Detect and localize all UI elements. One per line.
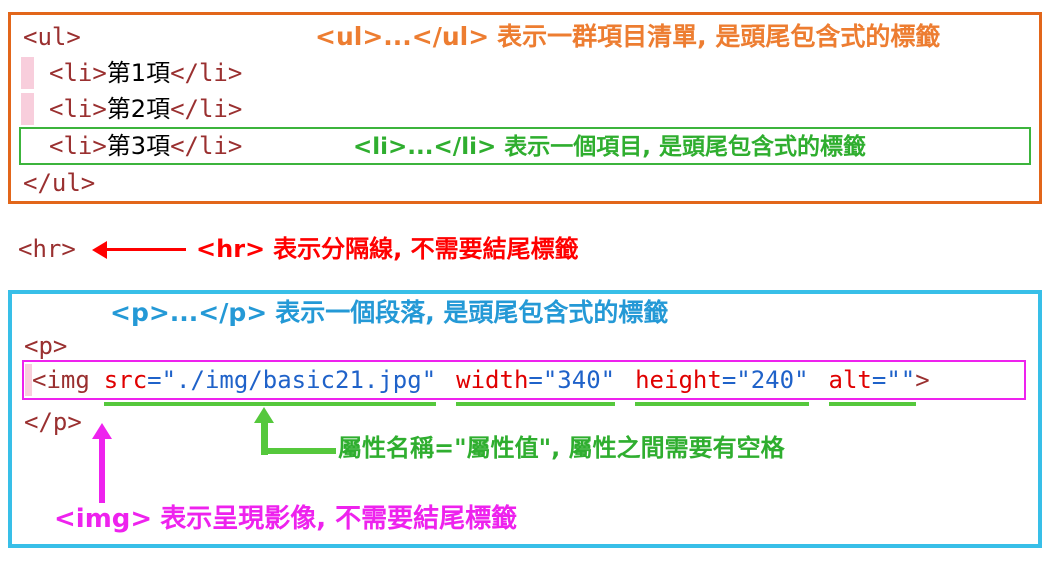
- img-annotation: <img>表示呈現影像, 不需要結尾標籤: [54, 502, 517, 536]
- code-line-li-2: <li>第2項</li>: [49, 93, 242, 125]
- arrow-stem: [99, 437, 105, 503]
- p-open-tag: <p>: [24, 332, 68, 360]
- ul-annotation: <ul>...</ul>表示一群項目清單, 是頭尾包含式的標籤: [315, 21, 940, 53]
- img-close-bracket: >: [915, 366, 930, 394]
- attr-name: width: [456, 366, 529, 394]
- li-open-tag: <li>: [49, 132, 107, 160]
- ul-open-tag: <ul>: [23, 23, 81, 51]
- li-content: 第2項: [106, 95, 171, 123]
- equals-sign: =: [147, 366, 162, 394]
- li-annotation: <li>...</li> 表示一個項目, 是頭尾包含式的標籤: [353, 133, 866, 161]
- attr-annotation: 屬性名稱="屬性值", 屬性之間需要有空格: [338, 434, 785, 462]
- attr-underline-src: [104, 402, 436, 406]
- left-arrow-icon: [92, 241, 107, 259]
- equals-sign: =: [871, 366, 887, 394]
- code-line-p-close: </p>: [24, 406, 82, 438]
- equals-sign: =: [528, 366, 543, 394]
- hr-section: <hr> <hr>表示分隔線, 不需要結尾標籤: [8, 230, 1052, 268]
- hr-annotation: <hr>表示分隔線, 不需要結尾標籤: [196, 233, 579, 265]
- attr-value: "340": [542, 366, 616, 394]
- up-arrow-icon: [254, 407, 274, 423]
- attr-value: "240": [736, 366, 809, 394]
- li-content: 第3項: [106, 132, 171, 160]
- ul-close-tag: </ul>: [23, 169, 96, 197]
- code-line-li-3: <li>第3項</li>: [49, 130, 242, 162]
- code-line-ul-close: </ul>: [23, 167, 95, 199]
- li-close-tag: </li>: [170, 132, 243, 160]
- attr-underline-height: [635, 402, 809, 406]
- hr-annotation-tag: <hr>: [196, 235, 266, 263]
- code-line-p-open: <p>: [24, 330, 67, 362]
- li-open-tag: <li>: [49, 59, 107, 87]
- selection-mark: [21, 57, 34, 89]
- selection-mark: [25, 364, 32, 396]
- attr-name: height: [635, 366, 722, 394]
- attr-underline-alt: [829, 402, 916, 406]
- li-close-tag: </li>: [170, 59, 243, 87]
- attr-alt: alt="": [829, 366, 916, 394]
- code-line-ul-open: <ul>: [23, 21, 81, 53]
- li-highlight-box: <li>第3項</li> <li>...</li> 表示一個項目, 是頭尾包含式的…: [19, 127, 1031, 165]
- img-annotation-text: 表示呈現影像, 不需要結尾標籤: [160, 504, 518, 534]
- arrow-stem: [261, 421, 268, 455]
- ul-annotation-text: 表示一群項目清單, 是頭尾包含式的標籤: [497, 22, 941, 51]
- li-annotation-tag: <li>...</li>: [353, 134, 497, 160]
- attr-value: "./img/basic21.jpg": [161, 366, 437, 394]
- attr-name: src: [103, 366, 148, 394]
- up-arrow-icon: [92, 423, 112, 439]
- img-open-tag: <img: [32, 366, 90, 394]
- attr-name: alt: [828, 366, 872, 394]
- code-line-li-1: <li>第1項</li>: [49, 57, 242, 89]
- attr-src: src="./img/basic21.jpg": [104, 366, 436, 394]
- p-close-tag: </p>: [24, 408, 82, 436]
- p-annotation-text: 表示一個段落, 是頭尾包含式的標籤: [275, 298, 669, 327]
- hr-code: <hr>: [18, 235, 76, 263]
- arrow-connector: [264, 448, 336, 454]
- selection-mark: [21, 93, 34, 125]
- attr-width: width="340": [456, 366, 615, 394]
- li-content: 第1項: [106, 59, 171, 87]
- ul-code-box: <ul> <ul>...</ul>表示一群項目清單, 是頭尾包含式的標籤 <li…: [8, 12, 1042, 204]
- li-close-tag: </li>: [170, 95, 243, 123]
- attr-height: height="240": [635, 366, 808, 394]
- img-annotation-tag: <img>: [54, 504, 153, 534]
- hr-annotation-text: 表示分隔線, 不需要結尾標籤: [273, 235, 579, 263]
- arrow-line: [106, 248, 186, 251]
- p-annotation-tag: <p>...</p>: [110, 298, 268, 327]
- attr-underline-width: [456, 402, 615, 406]
- p-annotation: <p>...</p>表示一個段落, 是頭尾包含式的標籤: [110, 298, 668, 328]
- equals-sign: =: [721, 366, 737, 394]
- attr-value: "": [886, 366, 916, 394]
- li-annotation-text: 表示一個項目, 是頭尾包含式的標籤: [504, 134, 866, 160]
- ul-annotation-tag: <ul>...</ul>: [315, 22, 490, 51]
- li-open-tag: <li>: [49, 95, 107, 123]
